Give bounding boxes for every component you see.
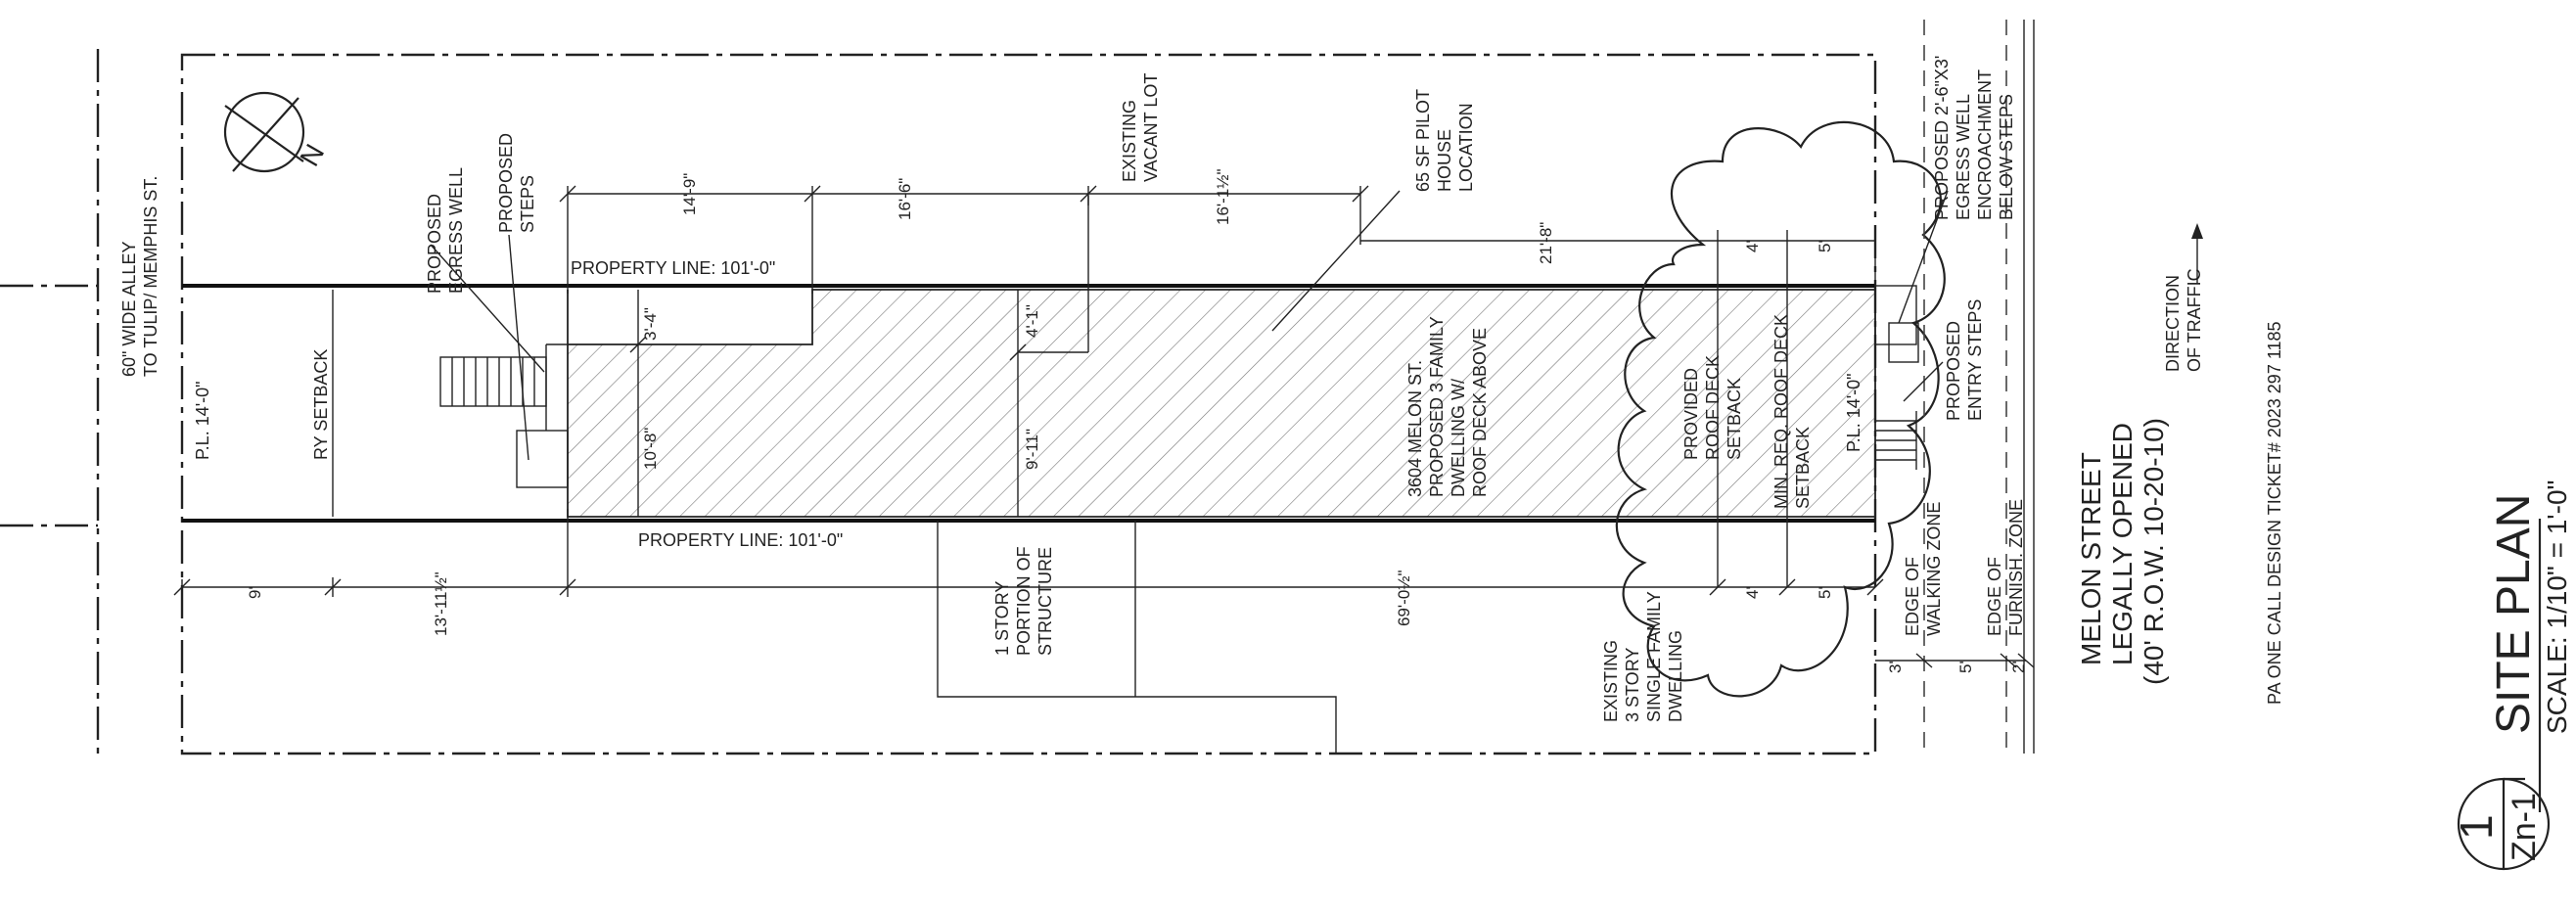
dim-bottom-13: 13'-11½": [432, 571, 450, 636]
dim-top-4ft: 4': [1743, 240, 1762, 252]
dim-bottom-4ft: 4': [1743, 586, 1762, 599]
egress-encroach-label-1: PROPOSED 2'-6"X3': [1932, 56, 1952, 220]
egress-encroach-label-2: EGRESS WELL: [1954, 94, 1973, 220]
title-scale: SCALE: 1/10" = 1'-0": [2542, 480, 2572, 734]
existing-vacant-label-1: EXISTING: [1120, 100, 1139, 182]
dim-top-3: 16'-1½": [1214, 169, 1232, 225]
property-line-bottom-label: PROPERTY LINE: 101'-0": [638, 530, 843, 550]
bottom-dimension-string: [173, 509, 2035, 668]
dim-v-3-4: 3'-4": [641, 307, 660, 341]
melon-street-label-2: LEGALLY OPENED: [2107, 423, 2138, 665]
title-block: [2457, 519, 2551, 871]
building-footprint: [567, 289, 1876, 518]
egress-encroach-label-3: ENCROACHMENT: [1975, 69, 1995, 220]
egress-encroach-label-4: BELOW STEPS: [1997, 94, 2016, 220]
main-bldg-label-1: 3604 MELON ST.: [1405, 360, 1425, 497]
existing-dwelling-label-2: 3 STORY: [1623, 648, 1642, 722]
dim-top-2: 16'-6": [896, 178, 914, 220]
alley-label-2: TO TULIP/ MEMPHIS ST.: [141, 176, 161, 377]
title-number: 1: [2451, 814, 2502, 840]
one-story-label-1: 1 STORY: [992, 581, 1012, 656]
dim-bottom-69: 69'-0½": [1395, 571, 1413, 626]
pa-one-call-label: PA ONE CALL DESIGN TICKET# 2023 297 1185: [2265, 321, 2284, 705]
pl-right-label: P.L. 14'-0": [1844, 373, 1863, 452]
dim-street-5: 5': [1956, 661, 1975, 673]
proposed-egress-label-2: EGRESS WELL: [446, 167, 466, 294]
provided-deck-label-2: ROOF DECK: [1703, 355, 1723, 460]
furnish-zone-label-1: EDGE OF: [1985, 557, 2004, 636]
melon-street-label-1: MELON STREET: [2076, 452, 2106, 665]
dim-street-2: 2': [2009, 661, 2028, 673]
direction-arrow-icon: [2191, 223, 2203, 284]
dim-top-1: 14'-9": [680, 173, 699, 215]
pilot-house-label-3: LOCATION: [1456, 103, 1476, 192]
top-dimension-string: [559, 185, 1876, 587]
dim-street-3: 3': [1886, 661, 1905, 673]
existing-tree-cloud: [1615, 120, 1946, 698]
min-req-deck-label-2: SETBACK: [1793, 427, 1813, 509]
main-bldg-label-2: PROPOSED 3 FAMILY: [1427, 316, 1447, 497]
existing-dwelling-label-4: DWELLING: [1666, 630, 1685, 722]
title-main: SITE PLAN: [2488, 494, 2540, 734]
one-story-label-3: STRUCTURE: [1035, 547, 1055, 656]
north-arrow-icon: N: [223, 91, 330, 173]
existing-vacant-label-2: VACANT LOT: [1141, 73, 1161, 182]
furnish-zone-label-2: FURNISH. ZONE: [2006, 499, 2026, 636]
svg-text:N: N: [294, 139, 330, 171]
pilot-house-label-2: HOUSE: [1435, 129, 1454, 192]
provided-deck-label-1: PROVIDED: [1681, 368, 1701, 460]
dim-bottom-9: 9': [246, 586, 264, 599]
dim-v-10-8: 10'-8": [641, 428, 660, 470]
dim-top-4: 21'-8": [1537, 222, 1555, 264]
direction-label-1: DIRECTION: [2163, 275, 2183, 372]
proposed-egress-label-1: PROPOSED: [425, 194, 444, 294]
melon-street-label-3: (40' R.O.W. 10-20-10): [2139, 418, 2169, 685]
ry-setback-label: RY SETBACK: [311, 349, 331, 460]
existing-dwelling-label-3: SINGLE FAMILY: [1644, 591, 1664, 722]
leader-lines: [430, 190, 1949, 461]
entry-steps: [1874, 285, 1919, 470]
existing-dwelling-label-1: EXISTING: [1601, 640, 1621, 722]
proposed-entry-label-1: PROPOSED: [1944, 321, 1963, 421]
walking-zone-label-2: WALKING ZONE: [1924, 502, 1944, 636]
min-req-deck-label-1: MIN. REQ. ROOF DECK: [1771, 314, 1791, 509]
property-line-top-label: PROPERTY LINE: 101'-0": [571, 258, 775, 278]
dim-top-5ft: 5': [1816, 240, 1834, 252]
proposed-entry-label-2: ENTRY STEPS: [1965, 299, 1985, 421]
one-story-label-2: PORTION OF: [1014, 546, 1034, 656]
main-bldg-label-3: DWELLING W/: [1449, 379, 1468, 497]
pl-left-label: P.L. 14'-0": [193, 381, 212, 460]
direction-label-2: OF TRAFFIC: [2185, 268, 2204, 372]
rear-steps: [439, 343, 569, 488]
proposed-steps-label-2: STEPS: [518, 175, 537, 233]
dim-v-4-1: 4'-1": [1023, 304, 1041, 338]
walking-zone-label-1: EDGE OF: [1903, 557, 1922, 636]
vertical-dimensions: [332, 290, 1027, 517]
provided-deck-label-3: SETBACK: [1725, 378, 1744, 460]
title-sheet: Zn-1: [2506, 793, 2543, 861]
dim-v-9-11: 9'-11": [1023, 429, 1041, 470]
alley-lines: [0, 49, 100, 754]
main-bldg-label-4: ROOF DECK ABOVE: [1470, 328, 1490, 497]
proposed-steps-label-1: PROPOSED: [496, 133, 516, 233]
dim-bottom-5ft: 5': [1816, 586, 1834, 599]
one-story-outline: [937, 521, 1337, 754]
pilot-house-label-1: 65 SF PILOT: [1413, 89, 1433, 192]
alley-label-1: 60" WIDE ALLEY: [119, 242, 139, 377]
